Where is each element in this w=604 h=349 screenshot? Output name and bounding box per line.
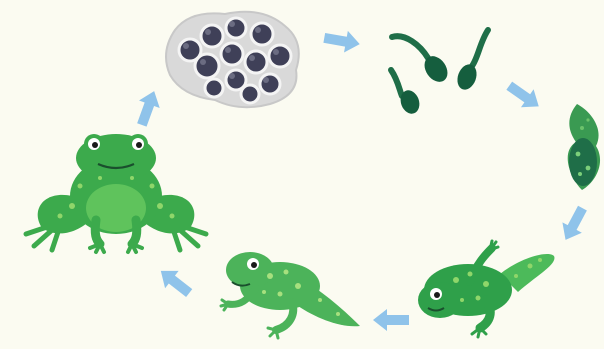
froglet-with-tail-icon <box>418 241 554 337</box>
arrow-tadpole-legs-to-froglet <box>556 203 592 245</box>
tadpoles-icon <box>391 30 488 116</box>
arrow-adult-to-eggs <box>132 87 165 128</box>
tadpole-with-legs-icon <box>568 104 600 190</box>
young-frog-icon <box>221 252 360 338</box>
arrow-froglet-to-young-frog <box>373 309 409 331</box>
arrow-young-frog-to-adult <box>154 262 196 302</box>
frog-eggs-icon <box>166 12 299 107</box>
adult-frog-icon <box>26 134 206 252</box>
arrow-eggs-to-tadpoles <box>322 27 361 55</box>
arrow-tadpoles-to-tadpole-legs <box>503 77 545 116</box>
